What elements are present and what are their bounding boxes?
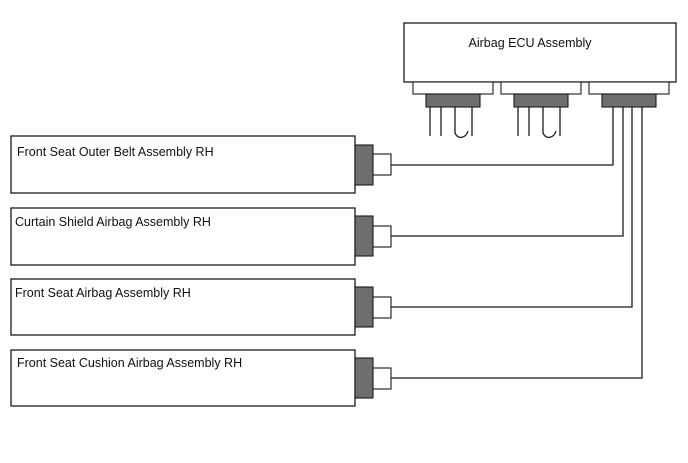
ecu-label: Airbag ECU Assembly [469,36,593,50]
wire-4 [391,107,643,379]
front-seat-airbag-assembly-rh: Front Seat Airbag Assembly RH [10,107,633,336]
front-seat-cushion-airbag-assembly-rh: Front Seat Cushion Airbag Assembly RH [10,107,643,407]
curtain-shield-airbag-assembly-rh: Curtain Shield Airbag Assembly RH [10,107,624,266]
assembly-connector [354,144,374,186]
ecu-connector-3 [588,81,670,108]
wire-2 [391,107,624,237]
front-seat-outer-belt-assembly-rh: Front Seat Outer Belt Assembly RH [10,107,614,194]
assembly-box [10,207,356,266]
airbag-ecu-assembly: Airbag ECU Assembly [403,22,677,138]
ecu-connector-1 [412,81,494,138]
wire-1 [391,107,614,166]
assembly-label: Curtain Shield Airbag Assembly RH [15,215,211,229]
wire-3 [391,107,633,308]
assembly-label: Front Seat Cushion Airbag Assembly RH [17,356,242,370]
assembly-connector-tab [372,153,392,176]
assembly-connector [354,286,374,328]
assembly-connector [354,357,374,399]
ecu-body [403,22,677,83]
assembly-connector-tab [372,296,392,319]
assembly-label: Front Seat Airbag Assembly RH [15,286,191,300]
assembly-connector-tab [372,367,392,390]
assembly-box [10,349,356,407]
assembly-box [10,135,356,194]
assembly-label: Front Seat Outer Belt Assembly RH [17,145,214,159]
assembly-box [10,278,356,336]
assembly-connector-tab [372,225,392,248]
ecu-connector-2 [500,81,582,138]
assembly-connector [354,215,374,257]
